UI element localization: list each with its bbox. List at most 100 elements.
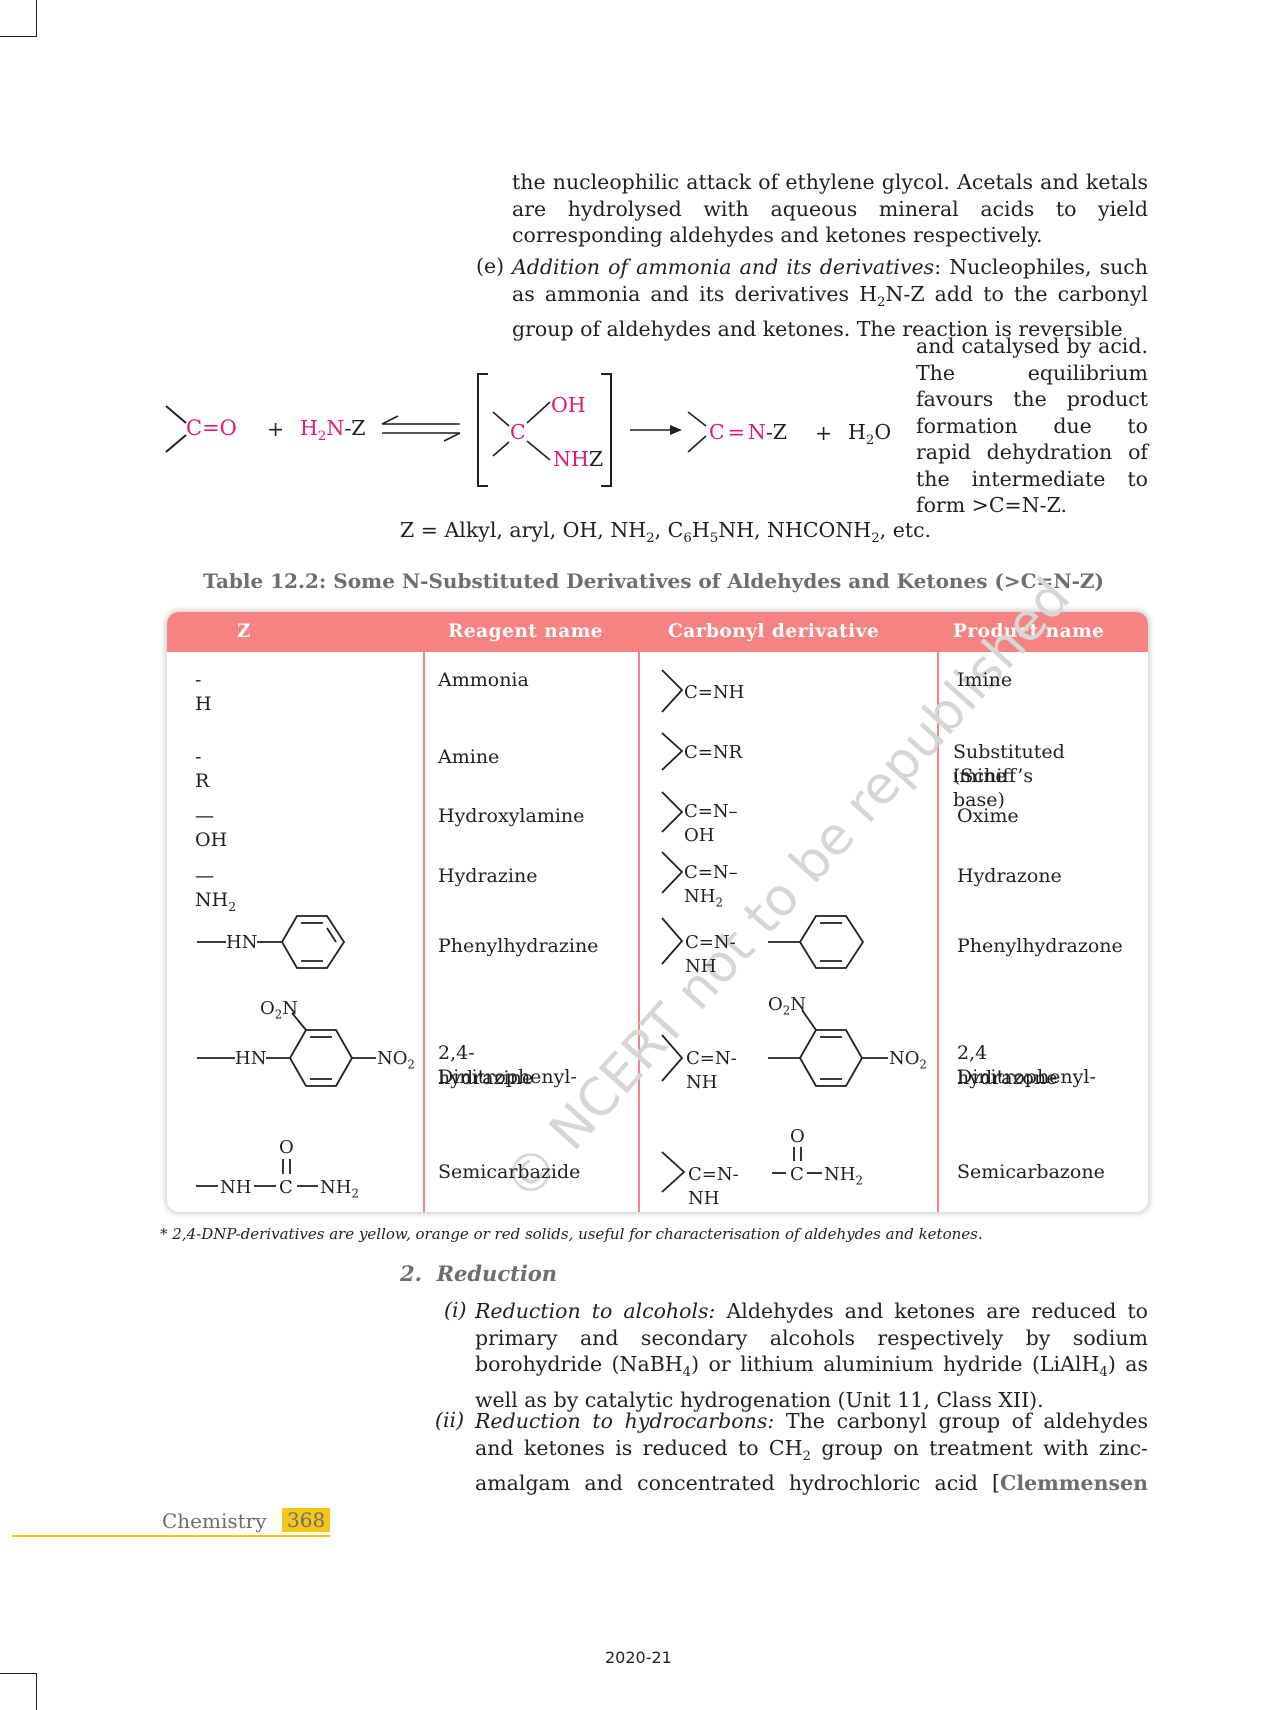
row7-carbon-bonds: [661, 1151, 686, 1193]
row5-derivative-benzene: [798, 915, 865, 969]
item-i-text-c: ) as well as by catalytic hydrogenation …: [475, 1352, 1148, 1412]
row2-z: -R: [195, 746, 210, 792]
row2-product-line2: (Schiff’s base): [953, 765, 1034, 811]
item-i-title: Reduction to alcohols:: [475, 1299, 716, 1323]
row6-o2n-sub: 2: [274, 1007, 283, 1022]
row6-o2n-o: O: [260, 998, 275, 1019]
water-h: H: [848, 420, 866, 444]
row6-derivative-no2-text: NO: [889, 1048, 920, 1069]
z-text-1: Z = Alkyl, aryl, OH, NH: [400, 518, 647, 542]
row7-z-nh: NH: [220, 1177, 252, 1198]
row7-reagent: Semicarbazide: [438, 1161, 581, 1183]
reagent-h-sub: 2: [317, 429, 327, 445]
row4-z-text: —NH: [195, 865, 229, 911]
section-title: Reduction: [436, 1261, 558, 1286]
item-ii-text-b: group on treatment with zinc-amalgam and…: [475, 1435, 1148, 1496]
reaction-scheme: [165, 373, 707, 487]
reagent-n: N: [326, 416, 345, 440]
row4-carbon-bonds: [661, 851, 684, 894]
header-derivative: Carbonyl derivative: [668, 621, 880, 642]
table-caption: Table 12.2: Some N-Substituted Derivativ…: [203, 569, 1104, 593]
header-z: Z: [237, 621, 252, 642]
item-e-marker: (e): [476, 254, 505, 278]
row6-no2: NO2: [377, 1047, 415, 1077]
item-i-marker: (i): [444, 1298, 467, 1322]
column-divider-2: [638, 652, 640, 1212]
reagent-h: H: [300, 416, 318, 440]
product-double-bond: =: [727, 420, 745, 444]
section-number: 2.: [400, 1261, 422, 1286]
row6-no2-text: NO: [377, 1048, 408, 1069]
row7-derivative-o: O: [790, 1126, 805, 1147]
row3-derivative: C=N–OH: [684, 801, 738, 846]
row5-reagent: Phenylhydrazine: [438, 935, 599, 957]
row6-derivative-o2n: O2N: [768, 993, 806, 1023]
footer-page-number: 368: [282, 1508, 331, 1532]
row4-product: Hydrazone: [957, 865, 1062, 887]
row3-reagent: Hydroxylamine: [438, 805, 585, 827]
row6-carbon-bonds: [661, 1034, 684, 1082]
water: H2O: [848, 420, 891, 448]
z-text-4: NH, NHCONH: [718, 518, 872, 542]
item-ii-paragraph: Reduction to hydrocarbons: The carbonyl …: [475, 1408, 1148, 1497]
item-i-text-b: ) or lithium aluminium hydride (LiAlH: [691, 1352, 1100, 1376]
row4-derivative-text: C=N–NH: [684, 862, 738, 907]
row5-z-benzene: [280, 915, 346, 969]
row7-derivative-nh2: NH2: [824, 1163, 863, 1193]
column-divider-1: [423, 652, 425, 1212]
row1-z: -H: [195, 669, 212, 715]
row7-derivative-nh2-sub: 2: [855, 1173, 863, 1188]
item-i-paragraph: Reduction to alcohols: Aldehydes and ket…: [475, 1298, 1148, 1413]
row6-no2-sub: 2: [407, 1057, 415, 1072]
footer-year: 2020-21: [605, 1648, 672, 1667]
z-sub-1: 2: [646, 531, 655, 547]
row1-carbon-bonds: [661, 669, 684, 713]
header-product: Product name: [953, 621, 1105, 642]
item-e-side-text: and catalysed by acid. The equilibrium f…: [916, 334, 1148, 517]
product-imine: C=N-Z: [709, 420, 787, 444]
row6-product-line2: hydrazone: [957, 1067, 1058, 1089]
row4-derivative-sub: 2: [715, 895, 723, 910]
row2-product: Substituted imine: [953, 741, 1065, 787]
top-paragraph: the nucleophilic attack of ethylene glyc…: [512, 169, 1148, 249]
water-o: O: [874, 420, 892, 444]
reagent-h2nz: H2N-Z: [300, 416, 365, 444]
derivatives-table: Z Reagent name Carbonyl derivative Produ…: [167, 612, 1148, 1212]
water-sub: 2: [865, 433, 875, 449]
top-line-1: the nucleophilic attack of ethylene glyc…: [512, 170, 1148, 194]
item-ii-bold-tail: Clemmensen: [1000, 1471, 1148, 1496]
item-ii-title: Reduction to hydrocarbons:: [475, 1409, 775, 1433]
row5-derivative: C=N-NH: [685, 932, 736, 977]
crop-mark-bottom: [0, 1673, 37, 1710]
product-z: -Z: [765, 420, 787, 444]
z-definition-line: Z = Alkyl, aryl, OH, NH2, C6H5NH, NHCONH…: [400, 518, 931, 546]
item-i-sub-2: 4: [1099, 1365, 1108, 1381]
intermediate-z: Z: [588, 447, 604, 471]
row6-derivative-o2n-sub: 2: [782, 1003, 791, 1018]
item-e-text-a: : Nucleophiles, such as ammonia and its …: [512, 255, 1148, 306]
row4-reagent: Hydrazine: [438, 865, 538, 887]
row1-reagent: Ammonia: [438, 669, 529, 691]
row6-z: HN: [235, 1048, 267, 1069]
row4-z: —NH2: [195, 864, 236, 919]
row6-product: 2,4 Dinitrophenyl-: [957, 1042, 1096, 1088]
item-e-paragraph: Addition of ammonia and its derivatives:…: [512, 254, 1148, 343]
row6-reagent: 2,4-Dinitrophenyl-: [438, 1042, 577, 1088]
z-sub-3: 5: [709, 531, 719, 547]
item-ii-sub: 2: [802, 1448, 811, 1464]
z-sub-2: 6: [683, 531, 692, 547]
plus-2: +: [815, 421, 833, 445]
footer-rule: [12, 1535, 330, 1537]
reagent-z: -Z: [344, 416, 366, 440]
row6-reagent-line2: hydrazine: [438, 1067, 534, 1089]
row2-reagent: Amine: [438, 746, 500, 768]
row5-z: HN: [226, 932, 258, 953]
item-ii-marker: (ii): [435, 1408, 465, 1432]
row6-derivative: C=N-NH: [686, 1048, 737, 1093]
column-divider-3: [937, 652, 939, 1212]
row1-derivative: C=NH: [684, 682, 745, 703]
row6-o2n-n: N: [282, 998, 298, 1019]
crop-mark-top: [0, 0, 37, 37]
intermediate-oh: OH: [551, 393, 586, 417]
row3-z: —OH: [195, 805, 228, 851]
